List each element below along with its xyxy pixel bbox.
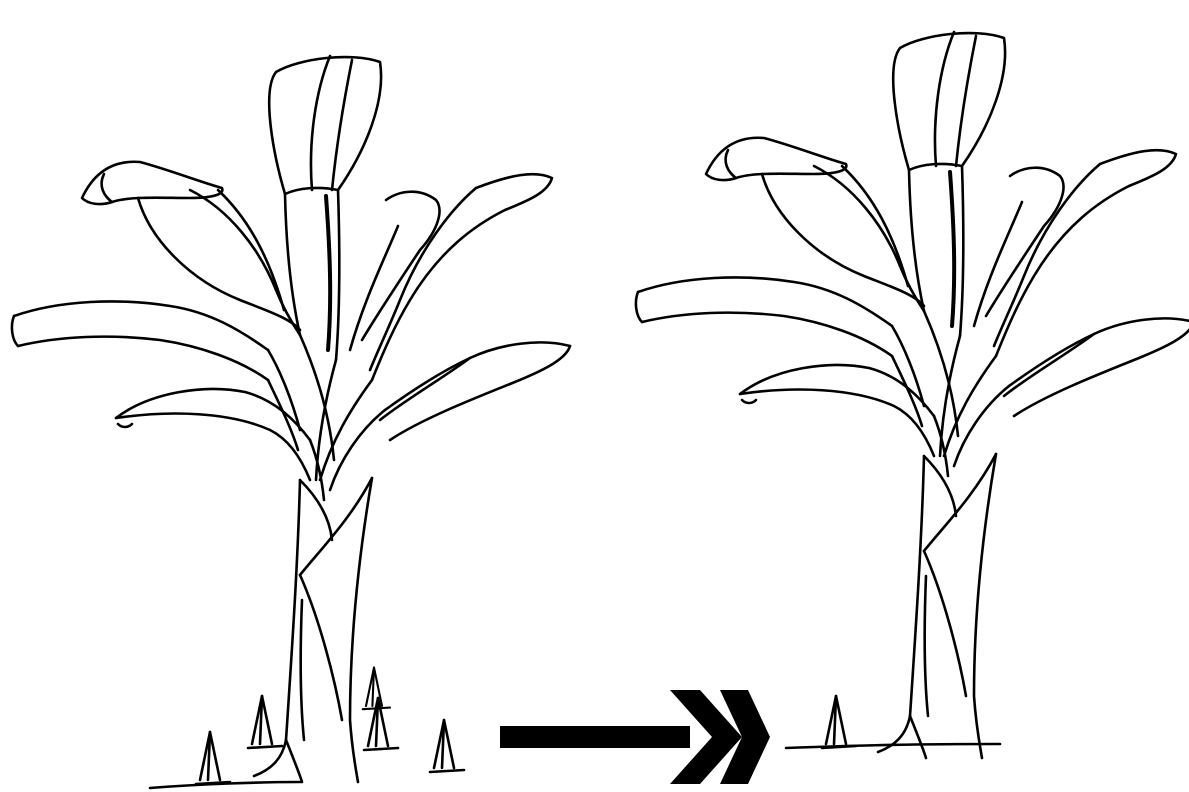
sucker-retained: [822, 696, 856, 748]
ground-line-after: [786, 744, 1000, 748]
plant-before: [12, 56, 570, 788]
sucker-2: [248, 696, 282, 748]
sucker-shoots-before: [196, 668, 464, 784]
ground-line-before: [150, 782, 300, 788]
plant-after: [636, 32, 1189, 758]
sucker-4: [430, 720, 464, 772]
double-chevron-arrow: [500, 690, 770, 784]
arrow-shaft: [500, 726, 690, 748]
mother-plant-before: [12, 56, 570, 782]
mother-plant-after: [636, 32, 1189, 758]
sucker-1: [196, 732, 230, 784]
sucker-shoots-after: [822, 696, 856, 748]
